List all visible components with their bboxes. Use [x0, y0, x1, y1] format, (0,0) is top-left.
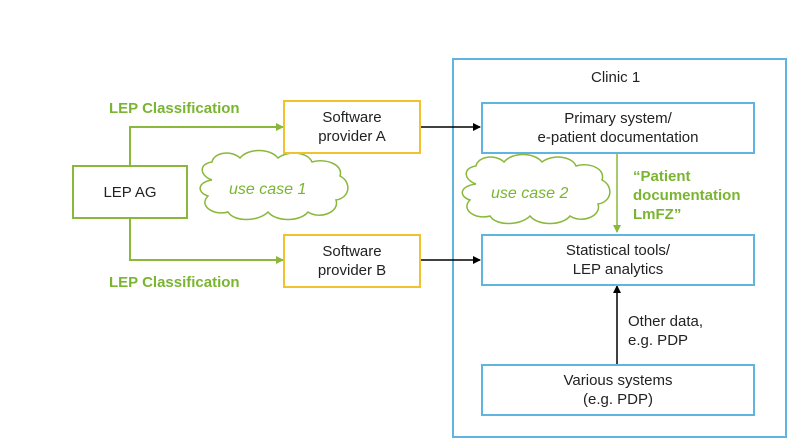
connector-lep-to-provider-b: [129, 218, 284, 264]
other-data-line2: e.g. PDP: [628, 332, 689, 349]
patient-doc-line1: “Patient: [633, 168, 691, 185]
various-systems-line1: Various systems: [563, 372, 673, 389]
other-data-label: Other data, e.g. PDP: [628, 312, 703, 350]
various-systems-box: Various systems (e.g. PDP): [481, 364, 755, 416]
connector-lep-to-provider-a: [129, 123, 284, 165]
patient-documentation-label: “Patient documentation LmFZ”: [633, 167, 741, 224]
patient-doc-line2: documentation: [633, 187, 741, 204]
cloud-use-case-2: use case 2: [461, 153, 611, 225]
use-case-1-label: use case 1: [229, 181, 306, 198]
provider-a-line2: provider A: [318, 128, 386, 145]
lep-classification-top: LEP Classification: [109, 100, 240, 117]
provider-a-line1: Software: [322, 109, 382, 126]
statistical-tools-box: Statistical tools/ LEP analytics: [481, 234, 755, 286]
cloud-use-case-1: use case 1: [199, 149, 349, 221]
statistical-tools-line2: LEP analytics: [572, 261, 664, 278]
provider-b-line2: provider B: [317, 262, 387, 279]
other-data-line1: Other data,: [628, 313, 704, 330]
software-provider-a-box: Software provider A: [283, 100, 421, 154]
primary-system-box: Primary system/ e-patient documentation: [481, 102, 755, 154]
primary-system-line2: e-patient documentation: [537, 129, 699, 146]
use-case-2-label: use case 2: [491, 185, 568, 202]
lep-classification-bottom: LEP Classification: [109, 274, 240, 291]
primary-system-line1: Primary system/: [564, 110, 672, 127]
lep-ag-label: LEP AG: [103, 183, 157, 201]
various-systems-line2: (e.g. PDP): [582, 391, 654, 408]
clinic-title: Clinic 1: [591, 69, 641, 86]
patient-doc-line3: LmFZ”: [633, 206, 682, 223]
statistical-tools-line1: Statistical tools/: [565, 242, 671, 259]
provider-b-line1: Software: [322, 243, 382, 260]
software-provider-b-box: Software provider B: [283, 234, 421, 288]
lep-ag-box: LEP AG: [72, 165, 188, 219]
